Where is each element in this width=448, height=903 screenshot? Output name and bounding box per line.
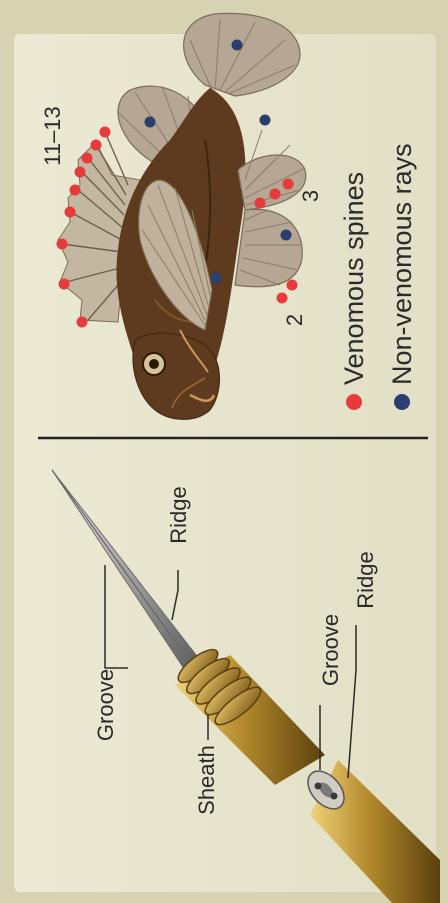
venomous-marker [100,127,111,138]
venomous-marker [82,153,93,164]
venomous-marker [77,317,88,328]
venomous-marker [70,185,81,196]
venomous-marker [277,293,288,304]
dorsal-spine-count: 11–13 [40,106,65,166]
venomous-marker [75,167,86,178]
venomous-marker [65,207,76,218]
groove-label: Groove [93,669,118,741]
venomous-marker [283,179,294,190]
legend-venomous-label: Venomous spines [339,172,369,385]
nonvenomous-marker [281,230,292,241]
venomous-marker [59,279,70,290]
ridge-label: Ridge [166,486,191,543]
nonvenomous-marker [211,273,222,284]
nonvenomous-marker [260,115,271,126]
cross-ridge-label: Ridge [353,551,378,608]
nonvenomous-marker [145,117,156,128]
legend-nonvenomous-label: Non-venomous rays [387,143,417,385]
anal-spine-count: 3 [298,190,323,202]
legend-venomous-dot [346,394,362,410]
venomous-marker [270,189,281,200]
venomous-marker [57,239,68,250]
venomous-marker [91,140,102,151]
cross-groove-label: Groove [318,614,343,686]
venomous-marker [287,280,298,291]
pelvic-spine-count: 2 [282,314,307,326]
venomous-marker [255,198,266,209]
sheath-label: Sheath [194,745,219,815]
legend-nonvenomous-dot [394,394,410,410]
nonvenomous-marker [232,40,243,51]
